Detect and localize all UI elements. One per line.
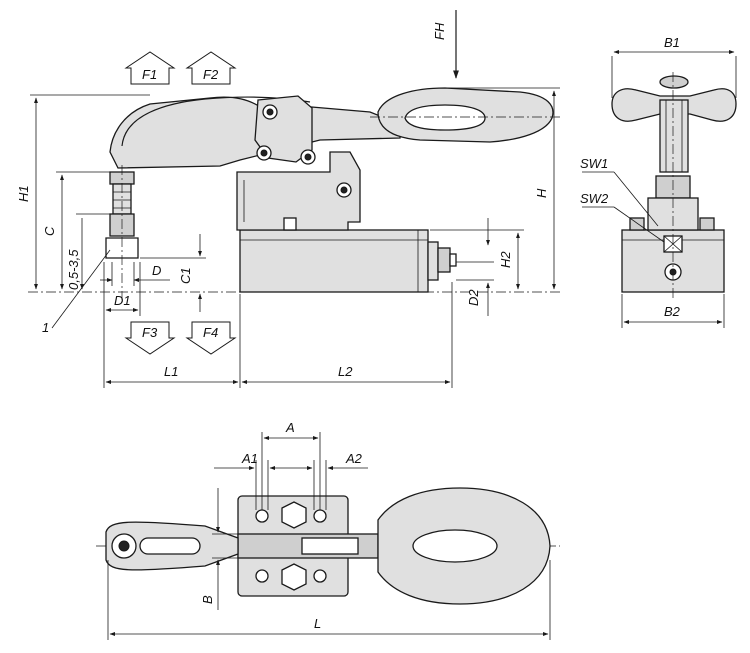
d-label: D	[152, 263, 161, 278]
end-arm-column	[659, 99, 689, 173]
range-label: 0,5-3,5	[66, 249, 81, 290]
end-handle-top	[659, 75, 689, 89]
f1-arrow-box	[124, 51, 176, 85]
l1-label: L1	[164, 364, 178, 379]
d2-label: D2	[466, 289, 481, 306]
top-arm-slot	[139, 537, 201, 555]
f1-label: F1	[142, 67, 157, 82]
connector-pin	[449, 253, 457, 267]
top-hex-1	[281, 501, 307, 529]
f4-arrow-box	[185, 321, 237, 355]
pressure-pad	[105, 237, 139, 259]
f2-arrow-box	[185, 51, 237, 85]
f4-label: F4	[203, 325, 218, 340]
b2-label: B2	[664, 304, 681, 319]
sw1-leader	[613, 171, 659, 227]
b-label: B	[200, 595, 215, 604]
l-label: L	[314, 616, 321, 631]
connector-plate	[427, 241, 439, 281]
top-link-inner	[301, 537, 359, 555]
h-label: H	[534, 188, 549, 198]
f3-arrow-box	[124, 321, 176, 355]
clamp-base-body	[239, 229, 429, 293]
sw2-label: SW2	[580, 191, 609, 206]
top-hole-4	[313, 569, 327, 583]
h2-label: H2	[498, 251, 513, 268]
h1-label: H1	[16, 185, 31, 202]
c-label: C	[42, 226, 57, 236]
side-view: FH F1 F2 F3 F4 H1 C 0,5-3,5 C1 D	[16, 10, 560, 388]
bracket-screw	[283, 217, 297, 231]
top-view: A A1 A2 B L	[96, 420, 560, 640]
end-screw-right	[699, 217, 715, 231]
top-hex-2	[281, 563, 307, 591]
top-hole-3	[255, 569, 269, 583]
item-leader	[51, 249, 111, 329]
handle-slot	[404, 104, 486, 131]
l2-label: L2	[338, 364, 353, 379]
c1-label: C1	[178, 267, 193, 284]
a-label: A	[285, 420, 295, 435]
connector-nut	[437, 247, 451, 273]
end-view: B1 SW1 SW2 B2	[580, 35, 737, 328]
a2-label: A2	[345, 451, 363, 466]
sw2-leader	[613, 206, 665, 243]
sw1-label: SW1	[580, 156, 608, 171]
f3-label: F3	[142, 325, 158, 340]
top-hole-2	[313, 509, 327, 523]
f2-label: F2	[203, 67, 219, 82]
top-handle-slot	[412, 529, 498, 563]
b1-label: B1	[664, 35, 680, 50]
top-spindle	[118, 540, 130, 552]
item-number: 1	[42, 320, 49, 335]
fh-label: FH	[432, 22, 447, 40]
a1-label: A1	[241, 451, 258, 466]
d1-label: D1	[114, 293, 131, 308]
top-hole-1	[255, 509, 269, 523]
